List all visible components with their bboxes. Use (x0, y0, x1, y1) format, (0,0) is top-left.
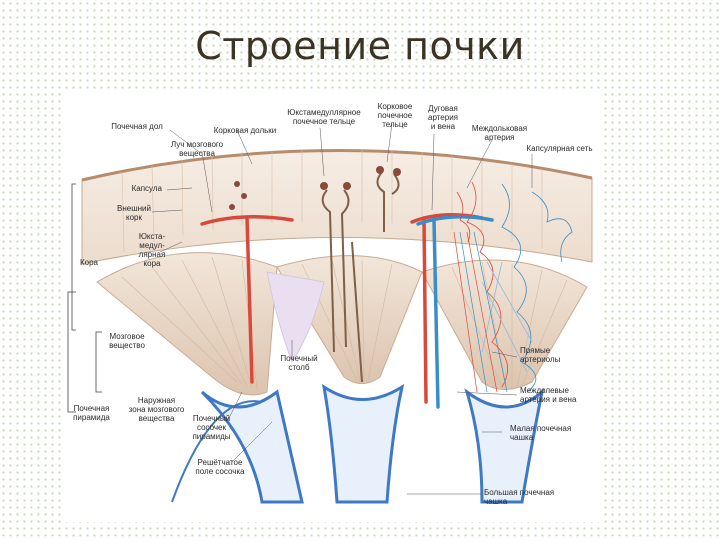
label-medullary-rays: Луч мозгового вещества (170, 140, 224, 158)
kidney-illustration (67, 123, 593, 504)
label-cortical-corpuscle: Корковое почечное тельце (377, 102, 413, 129)
renal-capsule (81, 149, 593, 182)
renal-column (266, 271, 325, 363)
label-juxtamedullary-cortex: Юкста- медул- лярная кора (138, 232, 166, 268)
label-minor-calyx: Малая почечная чашка (510, 424, 572, 442)
renal-pyramid-right (421, 259, 588, 390)
vasa-recta (453, 231, 508, 393)
minor-calyx-center (321, 383, 405, 504)
label-arcuate-artery-vein: Дуговая артерия и вена (428, 104, 458, 131)
nephron-tubules (321, 171, 400, 383)
arcuate-vein-right (416, 215, 494, 409)
cortex-hatching (121, 149, 543, 253)
label-major-calyx: Большая почечная чашка (484, 488, 555, 506)
label-interlobar-artery: Междолевые артерия и вена (520, 386, 577, 404)
label-medulla: Мозговое вещество (109, 332, 145, 350)
slide-title: Строение почки (195, 24, 525, 68)
region-brackets (67, 183, 102, 413)
label-renal-capsule: Почечная дол (111, 122, 163, 131)
renal-pyramid-left (96, 252, 278, 396)
label-outer-medulla: Наружная зона мозгового вещества (128, 396, 185, 423)
label-cribriform-area: Решётчатое поле сосочка (195, 458, 245, 476)
label-papilla: Почечный столб (280, 354, 318, 372)
peritubular-capillaries (456, 181, 573, 393)
arcuate-artery-left (200, 215, 294, 384)
label-cortex: Кора (79, 258, 98, 267)
kidney-structure-diagram: Почечная дол Корковая дольки Луч мозгово… (62, 92, 602, 522)
leader-lines (151, 123, 533, 495)
label-interlobular-artery: Междольковая артерия (471, 124, 528, 142)
label-capsule: Капсула (131, 184, 162, 193)
label-straight-arteries: Прямые артериолы (520, 346, 561, 364)
minor-calyx-left (200, 389, 304, 504)
minor-calyx-right (464, 388, 545, 504)
label-outer-cortex: Внешний корк (117, 204, 151, 222)
label-venous-network: Капсулярная сеть (526, 144, 593, 153)
label-cortical-lobule: Корковая дольки (213, 126, 277, 135)
label-inner-medulla: Почечная пирамида (73, 404, 110, 422)
glomeruli (229, 166, 401, 210)
label-juxtamedullary: Юкстамедуллярное почечное тельце (287, 108, 361, 126)
major-calyx (171, 400, 263, 503)
label-papillary-ducts: Почечный сосочек пирамиды (192, 414, 231, 441)
